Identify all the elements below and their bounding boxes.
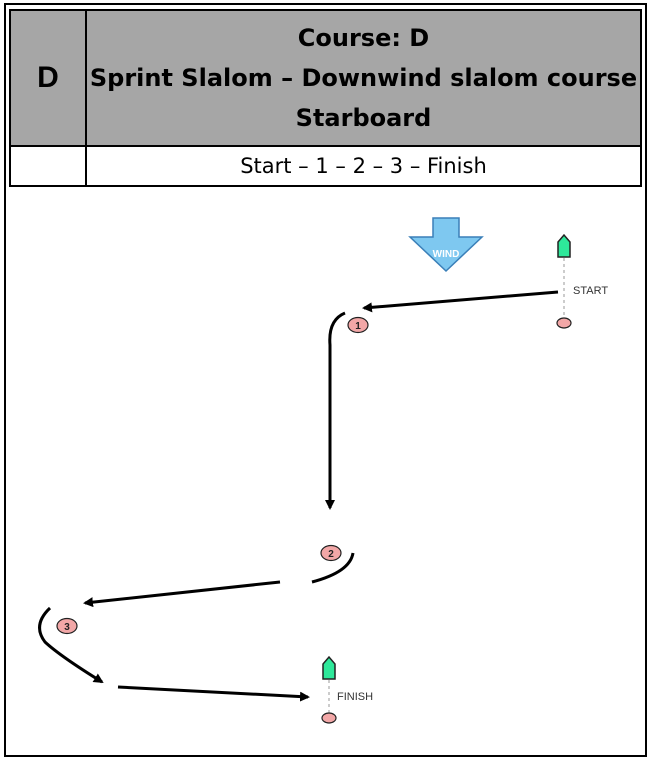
start-flag-icon: [557, 233, 571, 258]
course-card: [4, 3, 647, 757]
start-label: START: [573, 285, 608, 297]
course-title: Course: D Sprint Slalom – Downwind slalo…: [85, 9, 642, 147]
start-line: START: [556, 233, 608, 329]
finish-label: FINISH: [337, 691, 373, 703]
finish-pin-icon: [321, 712, 337, 724]
course-header-table: D Course: D Sprint Slalom – Downwind sla…: [9, 9, 642, 187]
leg-start-to-1: [362, 290, 559, 313]
leg-3-to-finish: [117, 685, 310, 702]
rounding-3: [38, 606, 104, 684]
mark-2-label: 2: [328, 549, 334, 560]
course-path: [38, 290, 559, 702]
course-title-line-2: Sprint Slalom – Downwind slalom course: [89, 64, 638, 92]
mark-1-icon: 1: [347, 316, 369, 334]
rounding-2: [311, 552, 355, 584]
wind-arrow-icon: WIND: [408, 217, 484, 273]
finish-flag-icon: [322, 655, 336, 680]
course-letter: D: [9, 9, 87, 147]
leg-2-to-3: [83, 580, 281, 608]
course-title-line-1: Course: D: [297, 24, 430, 52]
empty-cell: [9, 145, 87, 187]
finish-line: FINISH: [321, 655, 373, 724]
mark-3-icon: 3: [56, 617, 78, 635]
mark-3-label: 3: [64, 622, 70, 633]
mark-2-icon: 2: [320, 544, 342, 562]
course-title-line-3: Starboard: [295, 104, 432, 132]
start-pin-icon: [556, 317, 572, 329]
wind-label: WIND: [433, 249, 460, 260]
course-route: Start – 1 – 2 – 3 – Finish: [85, 145, 642, 187]
mark-1-label: 1: [355, 321, 361, 332]
leg-1-to-2: [325, 311, 346, 510]
